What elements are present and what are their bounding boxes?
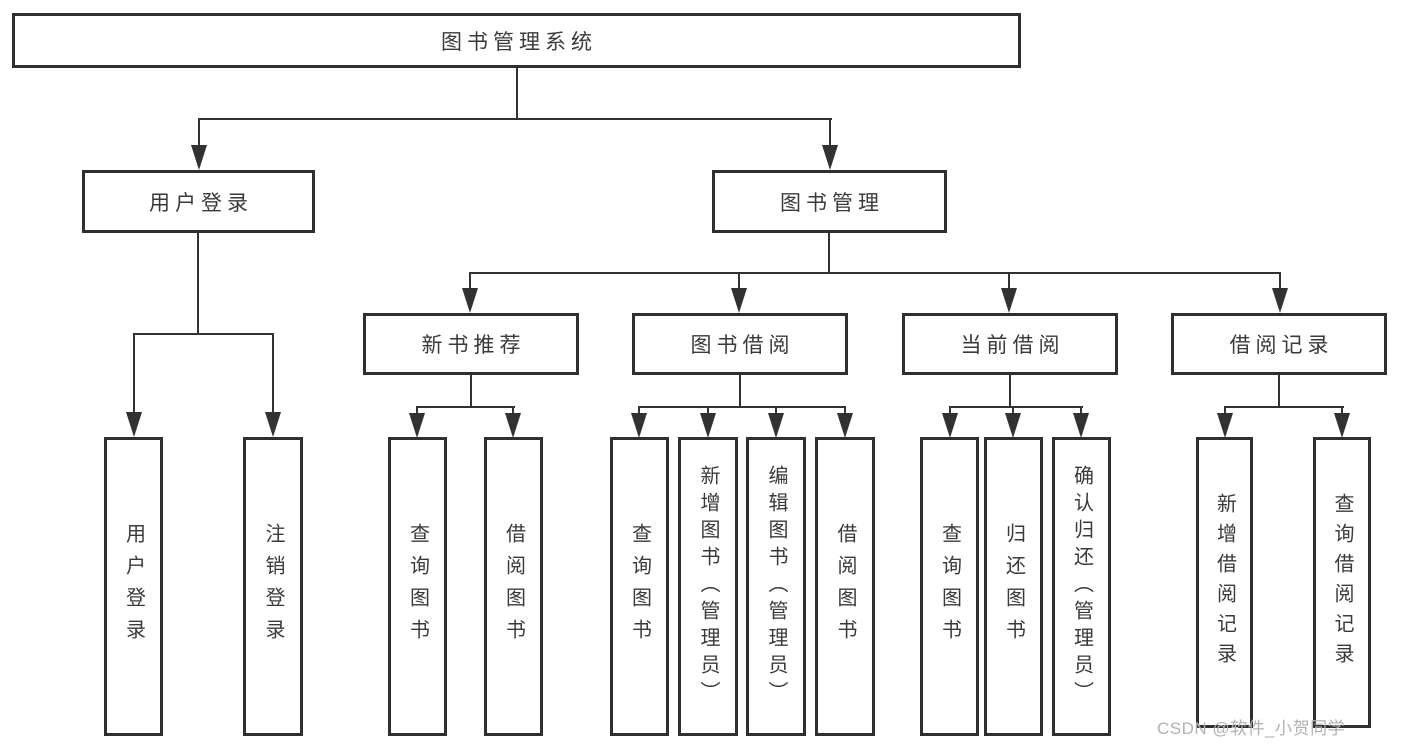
leaf-label: 新增借阅记录	[1213, 492, 1236, 673]
leaf-user-login: 用户登录	[104, 437, 163, 736]
connector-line	[707, 406, 709, 416]
arrow-down-icon	[409, 413, 425, 438]
arrow-down-icon	[942, 413, 958, 438]
leaf-label: 编辑图书（管理员）	[765, 465, 787, 708]
connector-line	[469, 272, 1281, 274]
leaf-edit-books-admin: 编辑图书（管理员）	[746, 437, 806, 736]
leaf-label: 借阅图书	[502, 522, 525, 651]
leaf-borrow-books-2: 借阅图书	[815, 437, 875, 736]
leaf-return-books: 归还图书	[984, 437, 1043, 736]
arrow-down-icon	[126, 412, 142, 437]
connector-line	[1224, 406, 1344, 408]
node-borrow-records: 借阅记录	[1171, 313, 1387, 375]
connector-line	[638, 406, 640, 416]
arrow-down-icon	[1217, 413, 1233, 438]
connector-line	[1009, 375, 1011, 408]
connector-line	[829, 118, 831, 150]
leaf-label: 注销登录	[262, 522, 284, 651]
arrow-down-icon	[837, 413, 853, 438]
connector-line	[1080, 406, 1082, 416]
connector-line	[1224, 406, 1226, 416]
connector-line	[738, 272, 740, 291]
leaf-query-books-1: 查询图书	[388, 437, 447, 736]
arrow-down-icon	[822, 145, 838, 170]
leaf-add-books-admin: 新增图书（管理员）	[678, 437, 738, 736]
connector-line	[470, 375, 472, 408]
connector-line	[1012, 406, 1014, 416]
leaf-label: 归还图书	[1002, 522, 1025, 651]
leaf-label: 用户登录	[122, 522, 145, 651]
connector-line	[638, 406, 846, 408]
leaf-label: 查询图书	[628, 522, 651, 651]
connector-line	[949, 406, 951, 416]
connector-line	[1008, 272, 1010, 291]
arrow-down-icon	[462, 288, 478, 313]
leaf-logout: 注销登录	[243, 437, 303, 736]
connector-line	[828, 233, 830, 274]
arrow-down-icon	[191, 145, 207, 170]
leaf-label: 查询图书	[406, 522, 429, 651]
node-new-book-recommend: 新书推荐	[363, 313, 579, 375]
leaf-label: 借阅图书	[834, 522, 856, 651]
leaf-query-books-2: 查询图书	[610, 437, 669, 736]
connector-line	[198, 118, 832, 120]
node-user-login: 用户登录	[82, 170, 315, 233]
connector-line	[1341, 406, 1343, 416]
node-current-borrow: 当前借阅	[902, 313, 1118, 375]
connector-line	[416, 406, 418, 416]
arrow-down-icon	[1334, 413, 1350, 438]
node-root-library-system: 图书管理系统	[12, 13, 1021, 68]
leaf-label: 查询图书	[938, 522, 961, 651]
leaf-borrow-books-1: 借阅图书	[484, 437, 543, 736]
leaf-confirm-return-admin: 确认归还（管理员）	[1052, 437, 1111, 736]
connector-line	[1279, 272, 1281, 291]
node-book-management: 图书管理	[712, 170, 947, 233]
arrow-down-icon	[631, 413, 647, 438]
leaf-label: 确认归还（管理员）	[1070, 465, 1093, 708]
connector-line	[1278, 375, 1280, 408]
connector-line	[844, 406, 846, 416]
connector-line	[272, 333, 274, 413]
arrow-down-icon	[1001, 288, 1017, 313]
arrow-down-icon	[1272, 288, 1288, 313]
arrow-down-icon	[731, 288, 747, 313]
leaf-query-borrow-record: 查询借阅记录	[1313, 437, 1371, 728]
arrow-down-icon	[1073, 413, 1089, 438]
connector-line	[739, 375, 741, 408]
arrow-down-icon	[1005, 413, 1021, 438]
leaf-label: 查询借阅记录	[1331, 492, 1353, 673]
leaf-label: 新增图书（管理员）	[697, 465, 719, 708]
connector-line	[469, 272, 471, 291]
node-book-borrow: 图书借阅	[632, 313, 848, 375]
connector-line	[198, 118, 200, 150]
leaf-query-books-3: 查询图书	[920, 437, 979, 736]
connector-line	[949, 406, 1083, 408]
connector-line	[197, 233, 199, 335]
arrow-down-icon	[768, 413, 784, 438]
leaf-add-borrow-record: 新增借阅记录	[1196, 437, 1253, 728]
connector-line	[133, 333, 135, 413]
connector-line	[775, 406, 777, 416]
connector-line	[512, 406, 514, 416]
connector-line	[516, 68, 518, 120]
arrow-down-icon	[700, 413, 716, 438]
arrow-down-icon	[265, 412, 281, 437]
csdn-watermark: CSDN @软件_小贺同学	[1157, 719, 1346, 738]
arrow-down-icon	[505, 413, 521, 438]
connector-line	[133, 333, 274, 335]
connector-line	[416, 406, 515, 408]
